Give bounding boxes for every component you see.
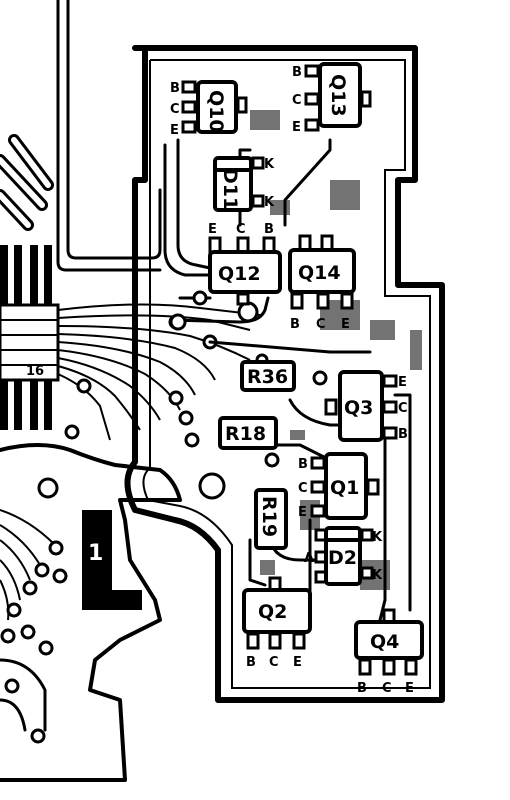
resistor-r36: R36	[240, 360, 296, 392]
q3-pin-b: B	[398, 427, 408, 442]
q4-pin-b: B	[357, 681, 367, 696]
q4-pin-c: C	[382, 681, 392, 696]
top-trace-inner	[56, 0, 162, 272]
q1-pin-b: B	[298, 457, 308, 472]
upper-left-pads	[0, 134, 54, 231]
q14-label: Q14	[298, 262, 341, 284]
q4-pin-e: E	[405, 681, 414, 696]
left-board-outline	[0, 443, 182, 782]
q10-pin-e: E	[170, 123, 179, 138]
q2-label: Q2	[258, 601, 287, 623]
transistor-q12: E C B Q12	[208, 222, 282, 306]
resistor-r19: R19	[254, 488, 288, 550]
board-inner-outline	[142, 59, 431, 689]
q3-pin-c: C	[398, 401, 408, 416]
board-marker: 1	[82, 510, 142, 610]
transistor-q3: Q3 E C B	[324, 370, 408, 442]
transistor-q4: Q4 B C E	[354, 608, 424, 696]
board-outline	[124, 45, 445, 703]
diode-d2: A D2 K K	[304, 526, 383, 586]
q12-label: Q12	[218, 263, 261, 285]
lower-left-pads	[0, 509, 68, 744]
d11-pin-k1: K	[264, 157, 275, 172]
q12-pin-e: E	[208, 222, 217, 237]
q4-label: Q4	[370, 631, 399, 653]
q2-pin-c: C	[269, 655, 279, 670]
d11-pin-k2: K	[264, 195, 275, 210]
transistor-q10: Q10 B C E	[170, 80, 248, 138]
q14-pin-e: E	[341, 317, 350, 332]
q2-pin-e: E	[293, 655, 302, 670]
left-board-section: 16	[0, 0, 261, 782]
q10-label: Q10	[205, 90, 227, 133]
q13-pin-c: C	[292, 93, 302, 108]
q1-label: Q1	[330, 477, 359, 499]
r19-label: R19	[258, 496, 280, 537]
connector-pin-label: 16	[26, 364, 44, 379]
q1-pin-c: C	[298, 481, 308, 496]
q2-pin-b: B	[246, 655, 256, 670]
q13-label: Q13	[327, 74, 349, 117]
q10-pin-c: C	[170, 102, 180, 117]
q1-pin-e: E	[298, 505, 307, 520]
board-marker-label: 1	[88, 541, 103, 566]
d2-pin-a: A	[304, 551, 314, 566]
transistor-q13: Q13 B C E	[292, 62, 372, 135]
top-trace	[66, 0, 162, 260]
d2-pin-k1: K	[372, 530, 383, 545]
d2-pin-k2: K	[372, 568, 383, 583]
r36-label: R36	[247, 366, 288, 388]
q12-pin-c: C	[236, 222, 246, 237]
d2-label: D2	[328, 547, 357, 569]
trace-bundle	[57, 303, 261, 441]
q14-pin-b: B	[290, 317, 300, 332]
q12-pin-b: B	[264, 222, 274, 237]
d11-label: D11	[219, 168, 241, 210]
connector-pins	[0, 245, 52, 430]
transistor-q1: B C E Q1	[298, 452, 380, 520]
board-traces	[163, 138, 412, 622]
transistor-q14: Q14 B C E	[288, 234, 356, 332]
q3-pin-e: E	[398, 375, 407, 390]
q3-label: Q3	[344, 397, 373, 419]
r18-label: R18	[225, 423, 266, 445]
q14-pin-c: C	[316, 317, 326, 332]
transistor-q2: Q2 B C E	[242, 576, 312, 670]
diode-d11: D11 K K	[213, 156, 275, 212]
resistor-r18: R18	[218, 416, 278, 450]
q10-pin-b: B	[170, 81, 180, 96]
q13-pin-e: E	[292, 120, 301, 135]
q13-pin-b: B	[292, 65, 302, 80]
